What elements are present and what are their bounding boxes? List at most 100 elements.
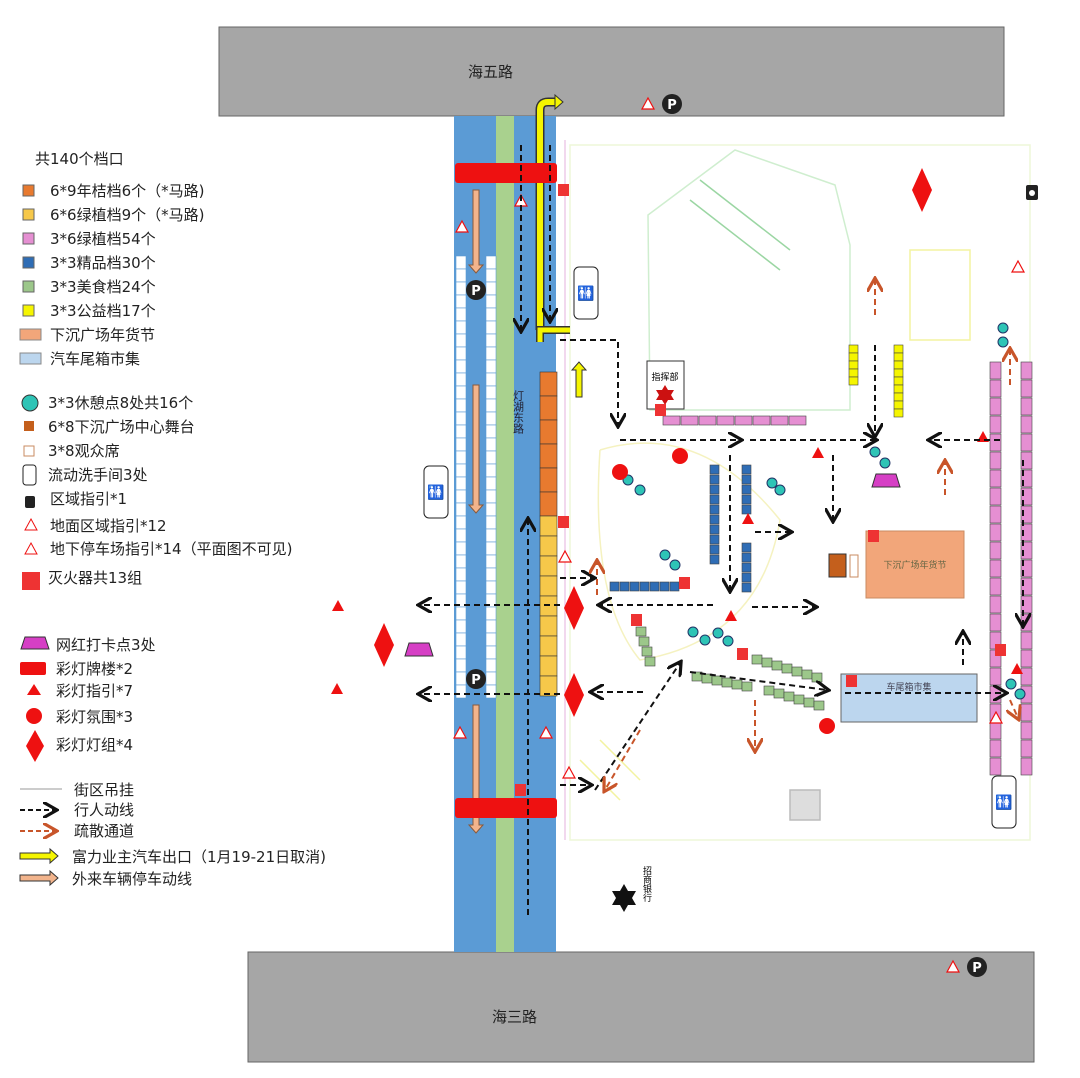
stall-orange — [539, 467, 558, 493]
parking-slot — [455, 333, 467, 348]
stall-orange — [539, 419, 558, 445]
rest-point — [997, 322, 1009, 334]
parking-slot — [485, 632, 497, 647]
rest-point — [699, 634, 711, 646]
stall-green-plant-3x6 — [1020, 631, 1033, 650]
parking-slot — [455, 385, 467, 400]
light-arch-icon — [20, 662, 46, 675]
rest-point — [687, 626, 699, 638]
stall-food — [751, 654, 763, 665]
stall-green-plant-3x6 — [1020, 415, 1033, 434]
ground-guide-triangle-icon — [24, 517, 38, 531]
legend-label: 区域指引*1 — [50, 490, 127, 508]
light-guide — [1011, 663, 1023, 674]
stall-food — [783, 691, 795, 702]
ground-guide — [640, 96, 656, 110]
stall-green-plant-3x6 — [989, 739, 1002, 758]
stall-green-plant-3x6 — [989, 451, 1002, 470]
stall-boutique — [741, 474, 752, 485]
stall-boutique — [741, 542, 752, 553]
parking-slot — [455, 424, 467, 439]
light-arch — [455, 798, 557, 818]
parking-slot — [455, 515, 467, 530]
legend-label: 6*8下沉广场中心舞台 — [48, 418, 195, 436]
rest-point — [669, 559, 681, 571]
stall-food — [773, 688, 785, 699]
audience-seat-icon — [23, 445, 35, 457]
legend: 共140个档口 6*9年桔档6个（*马路)6*6绿植档9个（*马路)3*6绿植档… — [19, 150, 326, 888]
fire-extinguisher-icon — [679, 577, 690, 589]
parking-slot — [485, 515, 497, 530]
stall-green-plant-3x6 — [1020, 649, 1033, 668]
parking-slots — [455, 255, 497, 699]
stall-green-plant-3x6 — [1020, 361, 1033, 380]
light-group — [564, 673, 584, 717]
fire-extinguisher-icon — [868, 530, 879, 542]
parking-slot — [485, 554, 497, 569]
legend-label: 地下停车场指引*14（平面图不可见) — [50, 540, 292, 558]
legend-label: 彩灯指引*7 — [56, 682, 133, 700]
stall-green-plant-3x6 — [989, 613, 1002, 632]
stall-green-plant-3x6 — [698, 415, 717, 426]
stall-food — [731, 679, 743, 690]
light-guide — [742, 513, 754, 524]
stall-boutique — [659, 581, 670, 592]
parking-slot — [485, 398, 497, 413]
svg-text:P: P — [471, 673, 481, 688]
stall-public-welfare — [893, 368, 904, 378]
stall-green-plant-3x6 — [989, 559, 1002, 578]
light-guide — [332, 600, 344, 611]
stall-green-plant-3x6 — [1020, 703, 1033, 722]
light-ambience — [612, 464, 628, 480]
toilet-glyph: 🚻 — [577, 285, 594, 302]
legend-label: 6*6绿植档9个（*马路) — [50, 206, 204, 224]
fire-extinguisher-icon — [655, 404, 666, 416]
svg-text:P: P — [972, 961, 982, 976]
stall-green-plant-3x6 — [1020, 577, 1033, 596]
stall-food — [771, 660, 783, 671]
fire-extinguisher-icon — [22, 572, 40, 590]
stall-green-plant-3x6 — [989, 595, 1002, 614]
stall-boutique — [709, 474, 720, 485]
stall-green-plant-3x6 — [1020, 451, 1033, 470]
legend-total: 共140个档口 — [35, 150, 124, 168]
legend-label: 流动洗手间3处 — [48, 466, 148, 484]
stall-boutique — [709, 504, 720, 515]
fire-extinguisher-icon — [737, 648, 748, 660]
parking-slot — [485, 541, 497, 556]
stall-boutique — [709, 534, 720, 545]
parking-slot — [455, 268, 467, 283]
stall-food — [635, 626, 647, 637]
evacuation-routes — [597, 280, 1018, 790]
stall-green-plant-3x6 — [1020, 469, 1033, 488]
parking-slot — [455, 528, 467, 543]
light-group — [564, 586, 584, 630]
stall-green-plant-3x6 — [989, 397, 1002, 416]
stall-public-welfare — [893, 400, 904, 410]
legend-label: 3*3美食档24个 — [50, 278, 156, 296]
parking-slot — [485, 658, 497, 673]
stall-food — [761, 657, 773, 668]
legend-swatch — [22, 304, 35, 317]
fire-extinguisher-icon — [846, 675, 857, 687]
ground-guide — [945, 959, 961, 973]
ground-guide — [988, 710, 1004, 724]
svg-text:P: P — [471, 284, 481, 299]
parking-slot — [485, 684, 497, 699]
legend-label: 彩灯氛围*3 — [56, 708, 133, 726]
road-bottom — [247, 951, 1035, 1063]
fire-extinguisher-icon — [995, 644, 1006, 656]
owner-exit-arrow-icon — [19, 847, 59, 865]
stall-food — [721, 677, 733, 688]
parking-slot — [485, 606, 497, 621]
parking-icon: P — [967, 957, 987, 977]
rest-point — [869, 446, 881, 458]
stall-green-plant-3x6 — [1020, 433, 1033, 452]
ground-guide — [1010, 259, 1026, 273]
stall-public-welfare — [848, 352, 859, 362]
photo-spot — [404, 642, 434, 657]
stall-public-welfare — [893, 376, 904, 386]
stall-food — [741, 681, 753, 692]
legend-label: 地面区域指引*12 — [50, 517, 167, 535]
